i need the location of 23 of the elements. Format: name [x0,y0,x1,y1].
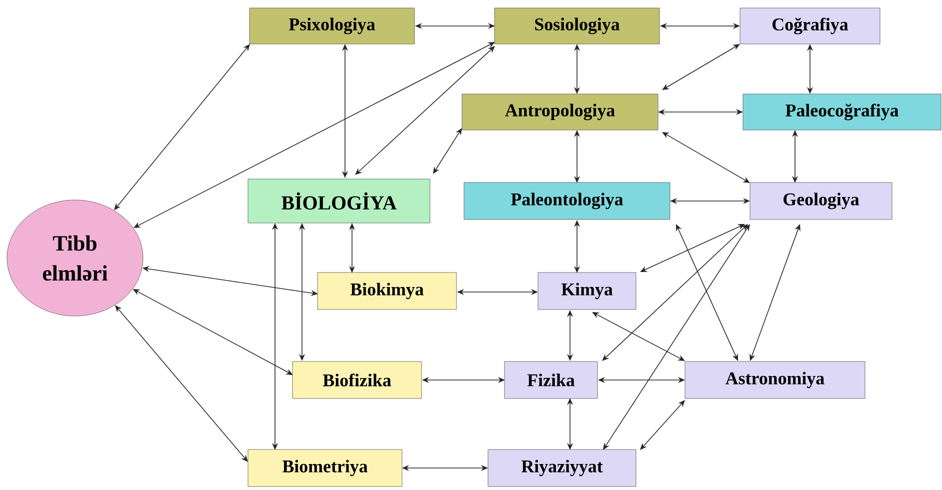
arrow [662,132,750,183]
subject-box: Antropologiya [462,94,658,130]
subject-box: Sosiologiya [494,8,660,44]
arrow [640,400,685,450]
subject-box: Psixologiya [249,8,415,44]
arrow [355,46,495,175]
subject-box: Biometriya [248,449,402,487]
arrow [433,128,462,174]
subject-box: Biofizika [292,361,422,399]
subject-box: Paleocoğrafiya [742,94,942,130]
subject-box: Coğrafiya [740,8,880,44]
arrow [602,224,748,361]
subject-box: Fizika [504,361,598,399]
subject-box: Astronomiya [684,361,866,399]
subject-box: Riyaziyyat [488,449,636,487]
arrow [603,224,750,450]
subject-box: Kimya [538,272,636,310]
subject-box: Geologiya [750,182,892,220]
subject-box: Paleontologiya [464,182,670,220]
subject-box: BİOLOGİYA [248,178,430,224]
arrow [662,44,740,90]
subject-box: Biokimya [317,272,457,310]
ellipse-node: Tibb elmləri [6,200,144,316]
